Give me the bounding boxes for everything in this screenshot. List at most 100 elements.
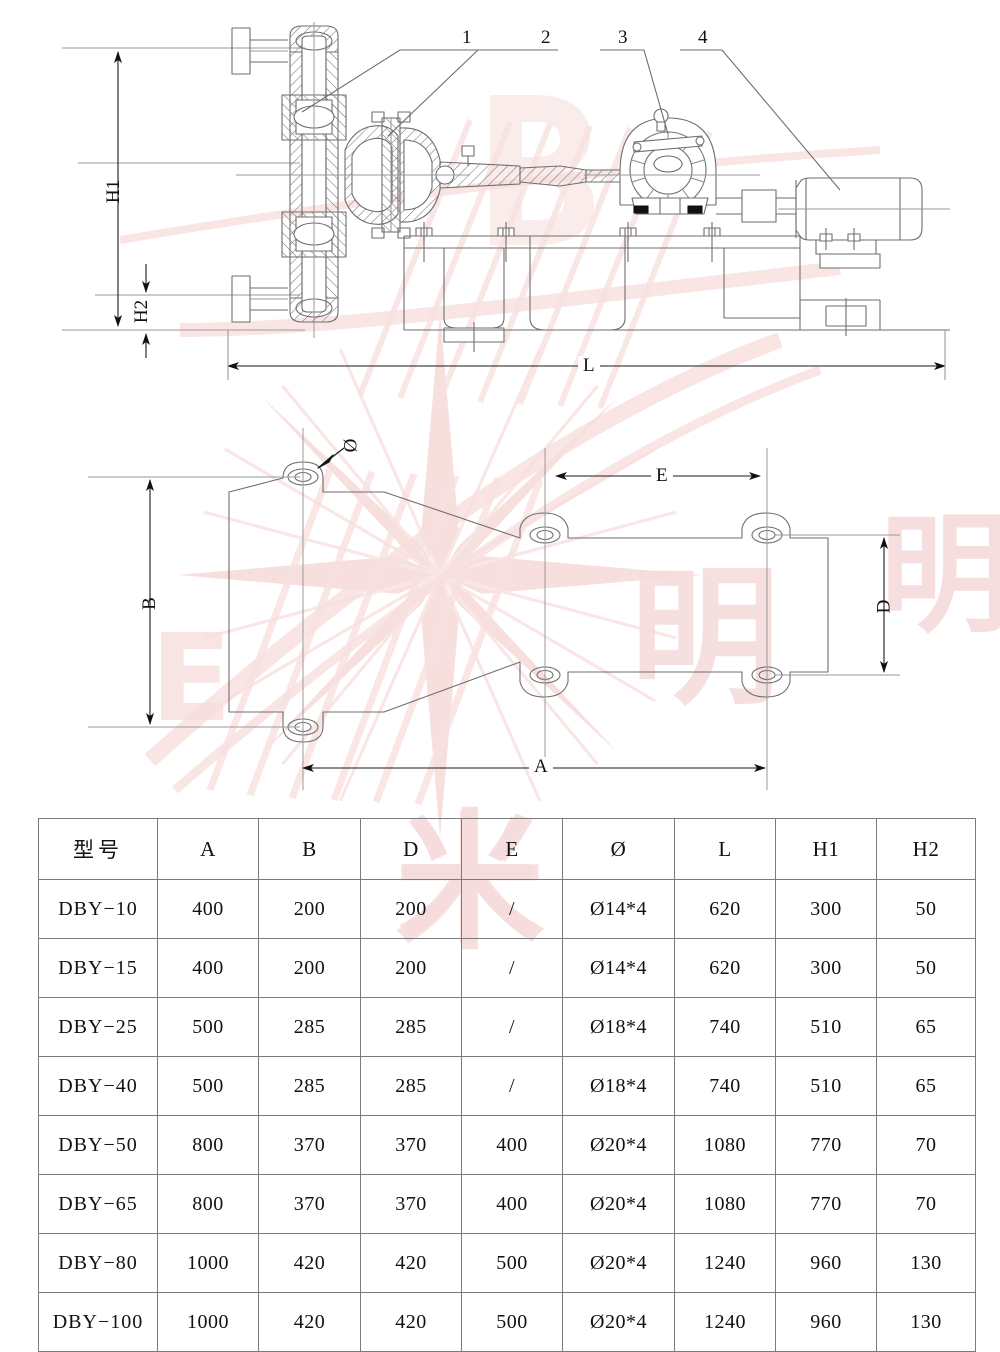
cell-h1: 960 (775, 1233, 877, 1293)
cell-h1: 510 (775, 997, 877, 1057)
cell-a: 800 (157, 1115, 259, 1175)
cell-model: DBY−25 (38, 997, 158, 1057)
cell-h1: 770 (775, 1174, 877, 1234)
cell-l: 1080 (674, 1174, 776, 1234)
cell-h2: 70 (876, 1174, 976, 1234)
cell-d: 285 (360, 997, 462, 1057)
gearbox (619, 108, 717, 215)
cell-d: 370 (360, 1115, 462, 1175)
cell-b: 200 (258, 938, 361, 998)
cell-ø: Ø14*4 (562, 879, 675, 939)
cell-a: 400 (157, 938, 259, 998)
cell-ø: Ø14*4 (562, 938, 675, 998)
dimension-label-d: D (873, 599, 895, 614)
cell-h1: 960 (775, 1292, 877, 1352)
cell-a: 1000 (157, 1233, 259, 1293)
cell-h2: 65 (876, 997, 976, 1057)
cell-e: 400 (461, 1174, 563, 1234)
cell-e: / (461, 997, 563, 1057)
cell-b: 285 (258, 997, 361, 1057)
cell-a: 800 (157, 1174, 259, 1234)
cell-b: 370 (258, 1115, 361, 1175)
column-header-e: E (461, 818, 563, 880)
cell-d: 200 (360, 879, 462, 939)
callout-label-4: 4 (698, 27, 708, 48)
cell-b: 370 (258, 1174, 361, 1234)
cell-l: 620 (674, 879, 776, 939)
cell-b: 420 (258, 1233, 361, 1293)
dimension-label-e: E (651, 466, 673, 485)
cell-l: 740 (674, 997, 776, 1057)
column-header-a: A (157, 818, 259, 880)
cell-h1: 300 (775, 879, 877, 939)
cell-d: 420 (360, 1233, 462, 1293)
cell-ø: Ø18*4 (562, 1056, 675, 1116)
cell-h1: 510 (775, 1056, 877, 1116)
cell-l: 1080 (674, 1115, 776, 1175)
dimension-label-h1: H1 (103, 179, 125, 204)
cell-ø: Ø20*4 (562, 1174, 675, 1234)
cell-d: 285 (360, 1056, 462, 1116)
column-header-h1: H1 (775, 818, 877, 880)
cell-a: 400 (157, 879, 259, 939)
cell-e: 500 (461, 1233, 563, 1293)
cell-model: DBY−50 (38, 1115, 158, 1175)
cell-ø: Ø18*4 (562, 997, 675, 1057)
cell-ø: Ø20*4 (562, 1292, 675, 1352)
callout-label-1: 1 (462, 27, 472, 48)
cell-model: DBY−100 (38, 1292, 158, 1352)
cell-h2: 130 (876, 1233, 976, 1293)
dimension-label-l: L (578, 356, 600, 375)
cell-b: 285 (258, 1056, 361, 1116)
cell-e: 400 (461, 1115, 563, 1175)
cell-h1: 300 (775, 938, 877, 998)
cell-a: 500 (157, 1056, 259, 1116)
column-header-b: B (258, 818, 361, 880)
plan-dimensions (146, 447, 888, 772)
cell-l: 740 (674, 1056, 776, 1116)
dimension-label-b: B (138, 597, 160, 610)
column-header-d: D (360, 818, 462, 880)
cell-h2: 65 (876, 1056, 976, 1116)
cell-l: 1240 (674, 1233, 776, 1293)
column-header-l: L (674, 818, 776, 880)
column-header-h2: H2 (876, 818, 976, 880)
cell-d: 370 (360, 1174, 462, 1234)
cell-l: 1240 (674, 1292, 776, 1352)
dimension-label-h2: H2 (131, 299, 153, 324)
cell-model: DBY−65 (38, 1174, 158, 1234)
cell-e: / (461, 938, 563, 998)
callout-label-2: 2 (541, 27, 551, 48)
motor (778, 177, 950, 255)
cell-d: 200 (360, 938, 462, 998)
column-header-ø: Ø (562, 818, 675, 880)
cell-d: 420 (360, 1292, 462, 1352)
dimension-label-a: A (529, 757, 553, 776)
cell-h2: 70 (876, 1115, 976, 1175)
cell-model: DBY−10 (38, 879, 158, 939)
elevation-view (62, 22, 950, 352)
cell-b: 200 (258, 879, 361, 939)
cell-h1: 770 (775, 1115, 877, 1175)
cell-b: 420 (258, 1292, 361, 1352)
cell-model: DBY−80 (38, 1233, 158, 1293)
cell-e: / (461, 1056, 563, 1116)
cell-e: 500 (461, 1292, 563, 1352)
technical-drawing-page: 米 明 米 明 E (38, 22, 1000, 1352)
cell-h2: 50 (876, 938, 976, 998)
cell-a: 1000 (157, 1292, 259, 1352)
cell-a: 500 (157, 997, 259, 1057)
cell-model: DBY−40 (38, 1056, 158, 1116)
cell-ø: Ø20*4 (562, 1233, 675, 1293)
